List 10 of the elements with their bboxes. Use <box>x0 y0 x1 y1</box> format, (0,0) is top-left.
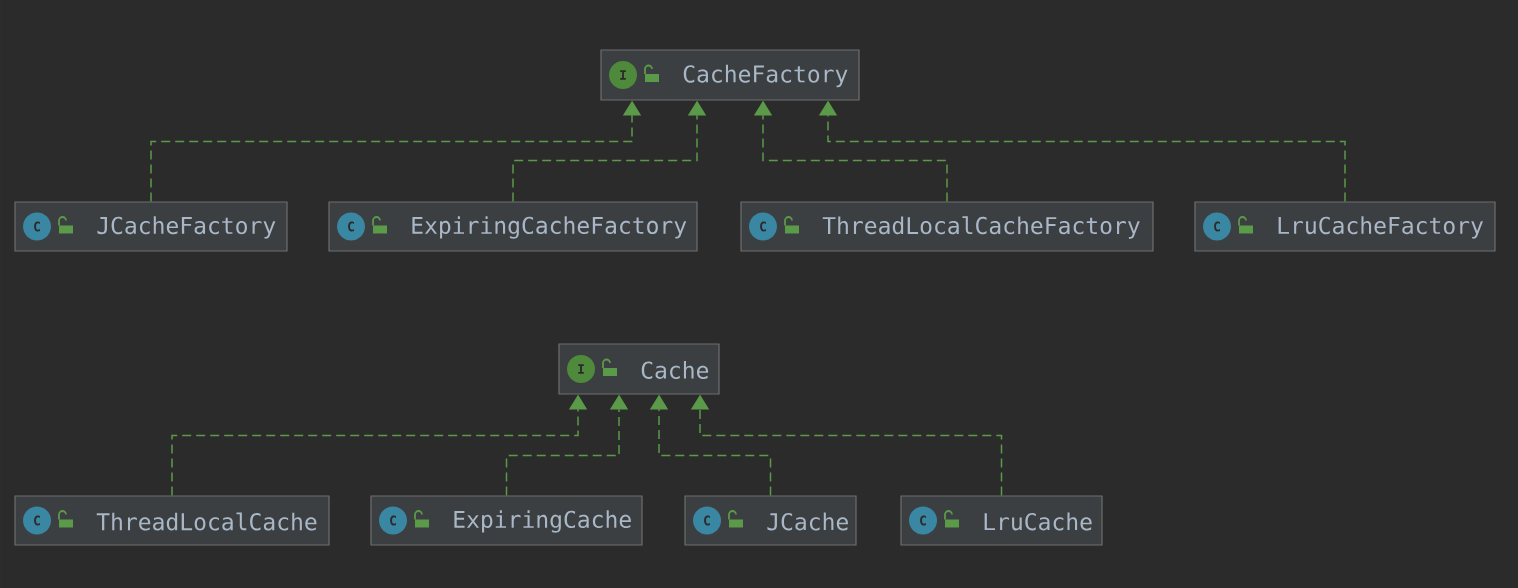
class-box: C LruCacheFactory <box>1194 201 1496 252</box>
class-box: C ThreadLocalCache <box>14 495 330 546</box>
class-box: C LruCache <box>900 495 1103 546</box>
class-box: C JCacheFactory <box>14 201 288 252</box>
class-box: C ExpiringCacheFactory <box>328 201 698 252</box>
class-box: I Cache <box>558 343 720 395</box>
class-box: I CacheFactory <box>600 49 860 101</box>
class-box: C ThreadLocalCacheFactory <box>740 201 1154 252</box>
class-box: C JCache <box>684 495 857 546</box>
class-box: C ExpiringCache <box>370 495 643 546</box>
